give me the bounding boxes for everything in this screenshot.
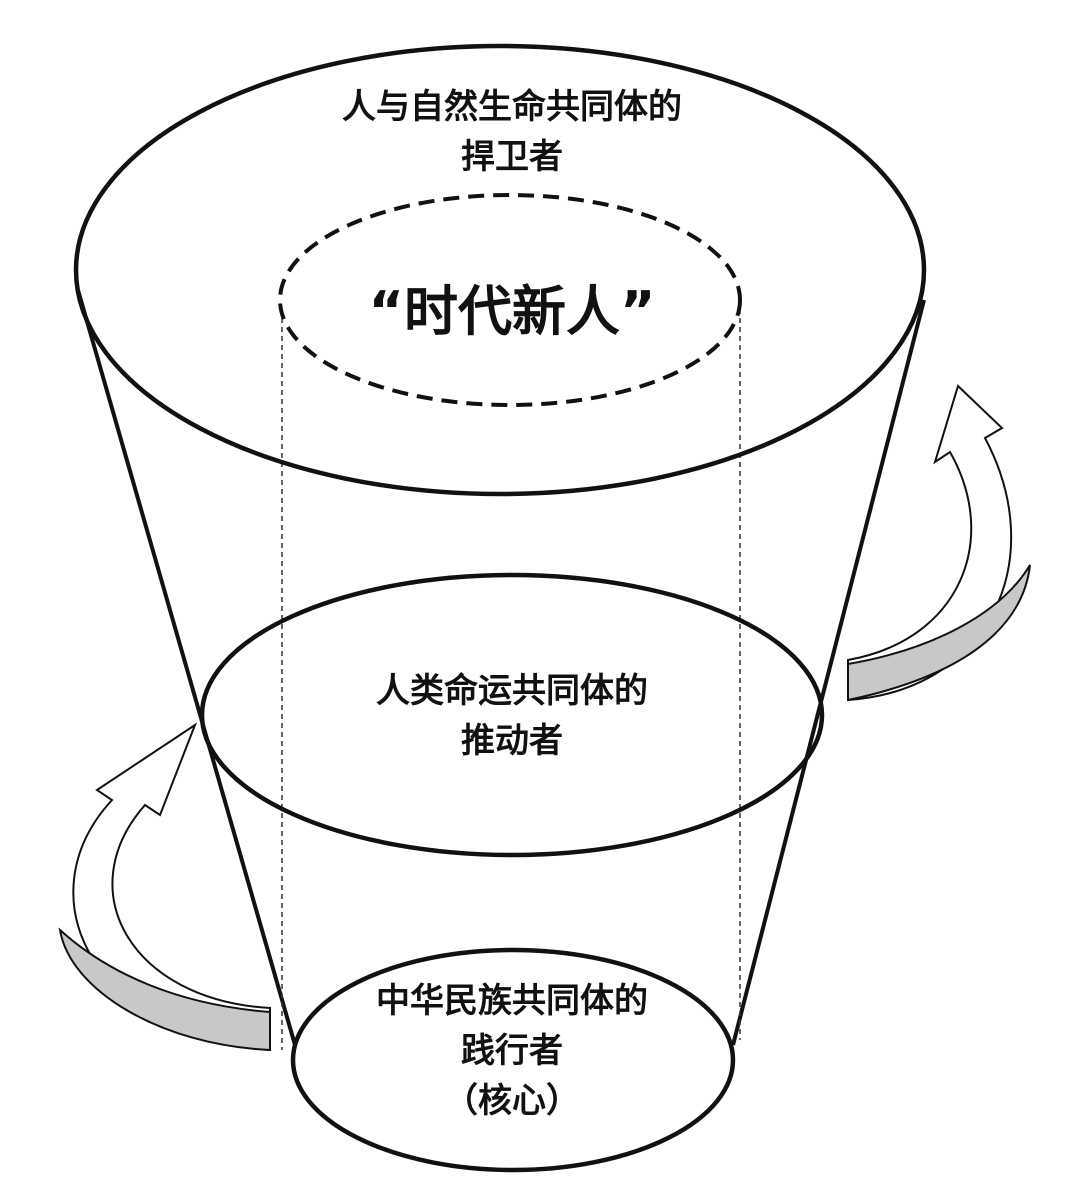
middle-ellipse [199, 572, 825, 858]
outer-layer-line2: 捍卫者 [461, 137, 563, 177]
core-layer-line3: （核心） [444, 1081, 580, 1121]
core-layer-line1: 中华民族共同体的 [376, 981, 648, 1021]
core-ellipse [290, 947, 736, 1173]
left-curved-arrow-icon [58, 722, 271, 1052]
new-era-dashed-ellipse [278, 193, 742, 407]
middle-layer-line1: 人类命运共同体的 [376, 671, 648, 711]
middle-layer-line2: 推动者 [461, 721, 563, 761]
outer-ellipse [73, 43, 927, 497]
outer-layer-line1: 人与自然生命共同体的 [342, 87, 682, 127]
center-title: “时代新人” [369, 280, 656, 343]
cone-right-edge [731, 299, 926, 1046]
cone-left-edge [76, 289, 297, 1046]
right-curved-arrow-icon [847, 384, 1031, 702]
core-layer-line2: 践行者 [461, 1031, 563, 1071]
